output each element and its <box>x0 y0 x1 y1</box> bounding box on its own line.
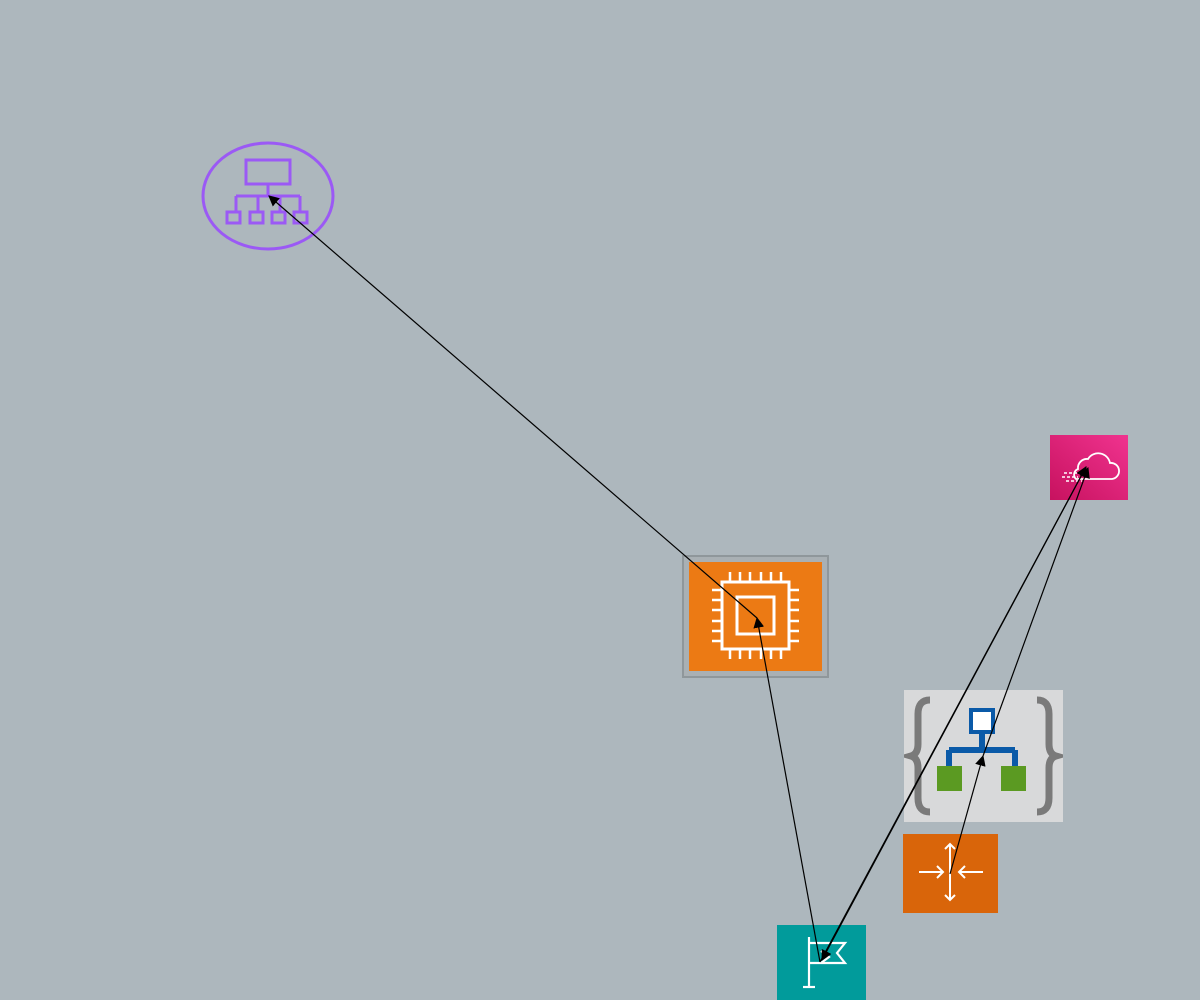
compute-chip-icon <box>682 555 829 678</box>
organization-node[interactable] <box>200 140 336 252</box>
cloud-cdn-icon <box>1050 435 1128 500</box>
api-hierarchy-node[interactable] <box>904 690 1063 822</box>
api-hierarchy-braces-icon <box>904 690 1063 822</box>
cloud-cdn-node[interactable] <box>1050 435 1128 500</box>
converge-node[interactable] <box>903 834 998 913</box>
organization-hierarchy-icon <box>201 141 335 251</box>
compute-node[interactable] <box>682 555 829 678</box>
flag-node[interactable] <box>777 925 866 1000</box>
flag-icon <box>777 925 866 1000</box>
arrows-converge-icon <box>903 834 998 913</box>
